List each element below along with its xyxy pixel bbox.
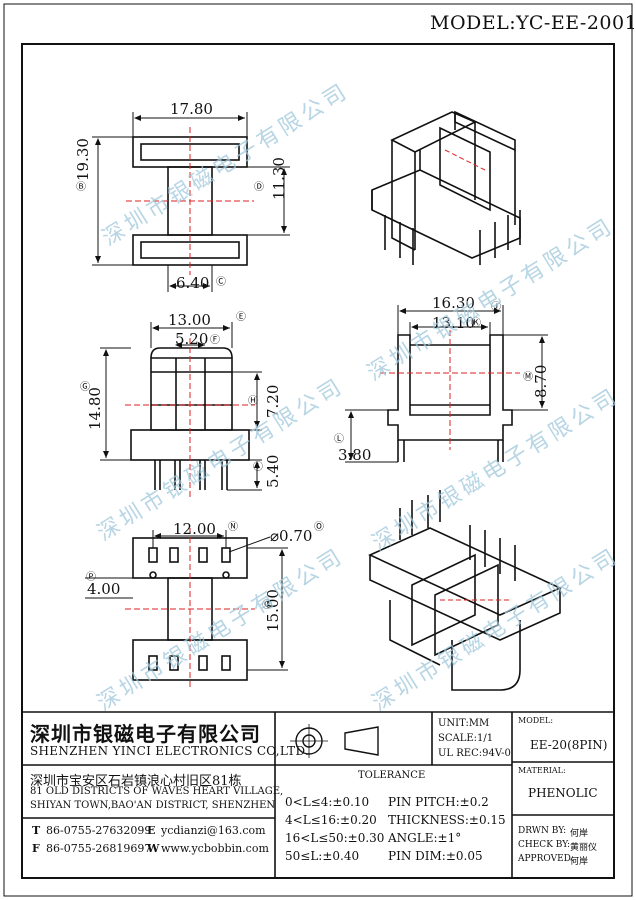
approved-label: APPROVED: — [518, 854, 574, 864]
dim-16-30: 16.30 — [432, 294, 475, 312]
tel-value: 86-0755-27632099 — [46, 824, 152, 837]
dim-12-00: 12.00 — [173, 520, 216, 538]
label-i: Ⓘ — [253, 462, 263, 473]
label-q: Ⓠ — [262, 600, 272, 611]
check-label: CHECK BY: — [518, 840, 571, 850]
label-j: Ⓙ — [491, 302, 501, 313]
label-c: Ⓒ — [216, 277, 226, 288]
address-en-1: 81 OLD DISTRICTS OF WAVES HEART VILLAGE, — [30, 786, 284, 797]
inner-border — [21, 43, 615, 879]
dim-14-80: 14.80 — [86, 387, 104, 430]
dim-dia-0-70: ⌀0.70 — [270, 527, 313, 545]
drawn-name: 何岸 — [570, 829, 589, 839]
dim-6-40: 6.40 — [176, 274, 210, 292]
projection-symbol — [290, 724, 379, 758]
label-m: Ⓜ — [523, 372, 533, 383]
label-f: Ⓕ — [210, 335, 220, 346]
dim-3-80: 3.80 — [338, 446, 372, 464]
pin-pitch: PIN PITCH:±0.2 — [388, 795, 489, 809]
label-k: Ⓚ — [471, 318, 481, 329]
unit: UNIT:MM — [438, 718, 490, 729]
outer-border — [3, 3, 633, 897]
dim-11-30: 11.30 — [270, 157, 288, 200]
web-value[interactable]: www.ycbobbin.com — [161, 842, 269, 855]
dims-side — [345, 305, 548, 463]
dims-top-left — [92, 112, 290, 292]
view-iso-bottom — [368, 490, 562, 691]
material-label: MATERIAL: — [518, 766, 566, 775]
dim-13-10: 13.10 — [432, 314, 475, 332]
model-value: EE-20(8PIN) — [530, 738, 608, 752]
dims-bottom — [85, 530, 288, 671]
view-iso-top — [371, 110, 521, 265]
scale: SCALE:1/1 — [438, 733, 494, 744]
fax-label: F — [32, 842, 40, 855]
email-label: E — [147, 824, 156, 837]
address-en-2: SHIYAN TOWN,BAO'AN DISTRICT, SHENZHEN — [30, 800, 276, 811]
tol-1: 4<L≤16:±0.20 — [285, 813, 377, 827]
angle: ANGLE:±1° — [388, 831, 462, 845]
dim-4-00: 4.00 — [87, 580, 121, 598]
label-d: Ⓓ — [254, 182, 264, 193]
dim-17-80: 17.80 — [170, 100, 213, 118]
model-label: MODEL: — [518, 716, 554, 725]
label-h: Ⓗ — [248, 396, 258, 407]
drawn-label: DRWN BY: — [518, 826, 567, 836]
ul-rec: UL REC:94V-0 — [438, 748, 511, 759]
thickness: THICKNESS:±0.15 — [388, 813, 506, 827]
tol-0: 0<L≤4:±0.10 — [285, 795, 370, 809]
label-e: Ⓔ — [236, 312, 246, 323]
view-top-left — [126, 127, 254, 275]
model-title: MODEL:YC-EE-2001 — [430, 12, 636, 34]
email-value[interactable]: ycdianzi@163.com — [161, 824, 266, 837]
fax-value: 86-0755-26819697 — [46, 842, 152, 855]
label-p: Ⓟ — [86, 572, 96, 583]
tolerance-title: TOLERANCE — [358, 770, 426, 781]
dim-8-70: 8.70 — [532, 364, 550, 398]
label-g: Ⓖ — [80, 382, 90, 393]
tel-label: T — [32, 824, 41, 837]
tol-3: 50≤L:±0.40 — [285, 849, 360, 863]
label-o: Ⓞ — [314, 522, 324, 533]
dims-front — [100, 322, 262, 491]
tol-2: 16<L≤50:±0.30 — [285, 831, 385, 845]
approved-name: 何岸 — [570, 857, 589, 867]
view-front — [125, 338, 255, 500]
dim-13-00: 13.00 — [168, 311, 211, 329]
pin-dim: PIN DIM:±0.05 — [388, 849, 483, 863]
address-cn: 深圳市宝安区石岩镇浪心村旧区81栋 — [30, 774, 242, 789]
check-name: 黄丽仪 — [570, 843, 598, 853]
web-label: W — [147, 842, 160, 855]
title-block — [22, 711, 614, 878]
label-n: Ⓝ — [228, 522, 238, 533]
company-name-cn: 深圳市银磁电子有限公司 — [30, 722, 261, 746]
company-name-en: SHENZHEN YINCI ELECTRONICS CO,LTD. — [30, 744, 310, 758]
dim-19-30: 19.30 — [74, 138, 92, 181]
dim-5-40: 5.40 — [264, 454, 282, 488]
label-l: Ⓛ — [334, 434, 344, 445]
view-side — [380, 330, 520, 462]
material-value: PHENOLIC — [528, 786, 598, 800]
label-b: Ⓑ — [76, 182, 86, 193]
dim-5-20: 5.20 — [175, 330, 209, 348]
